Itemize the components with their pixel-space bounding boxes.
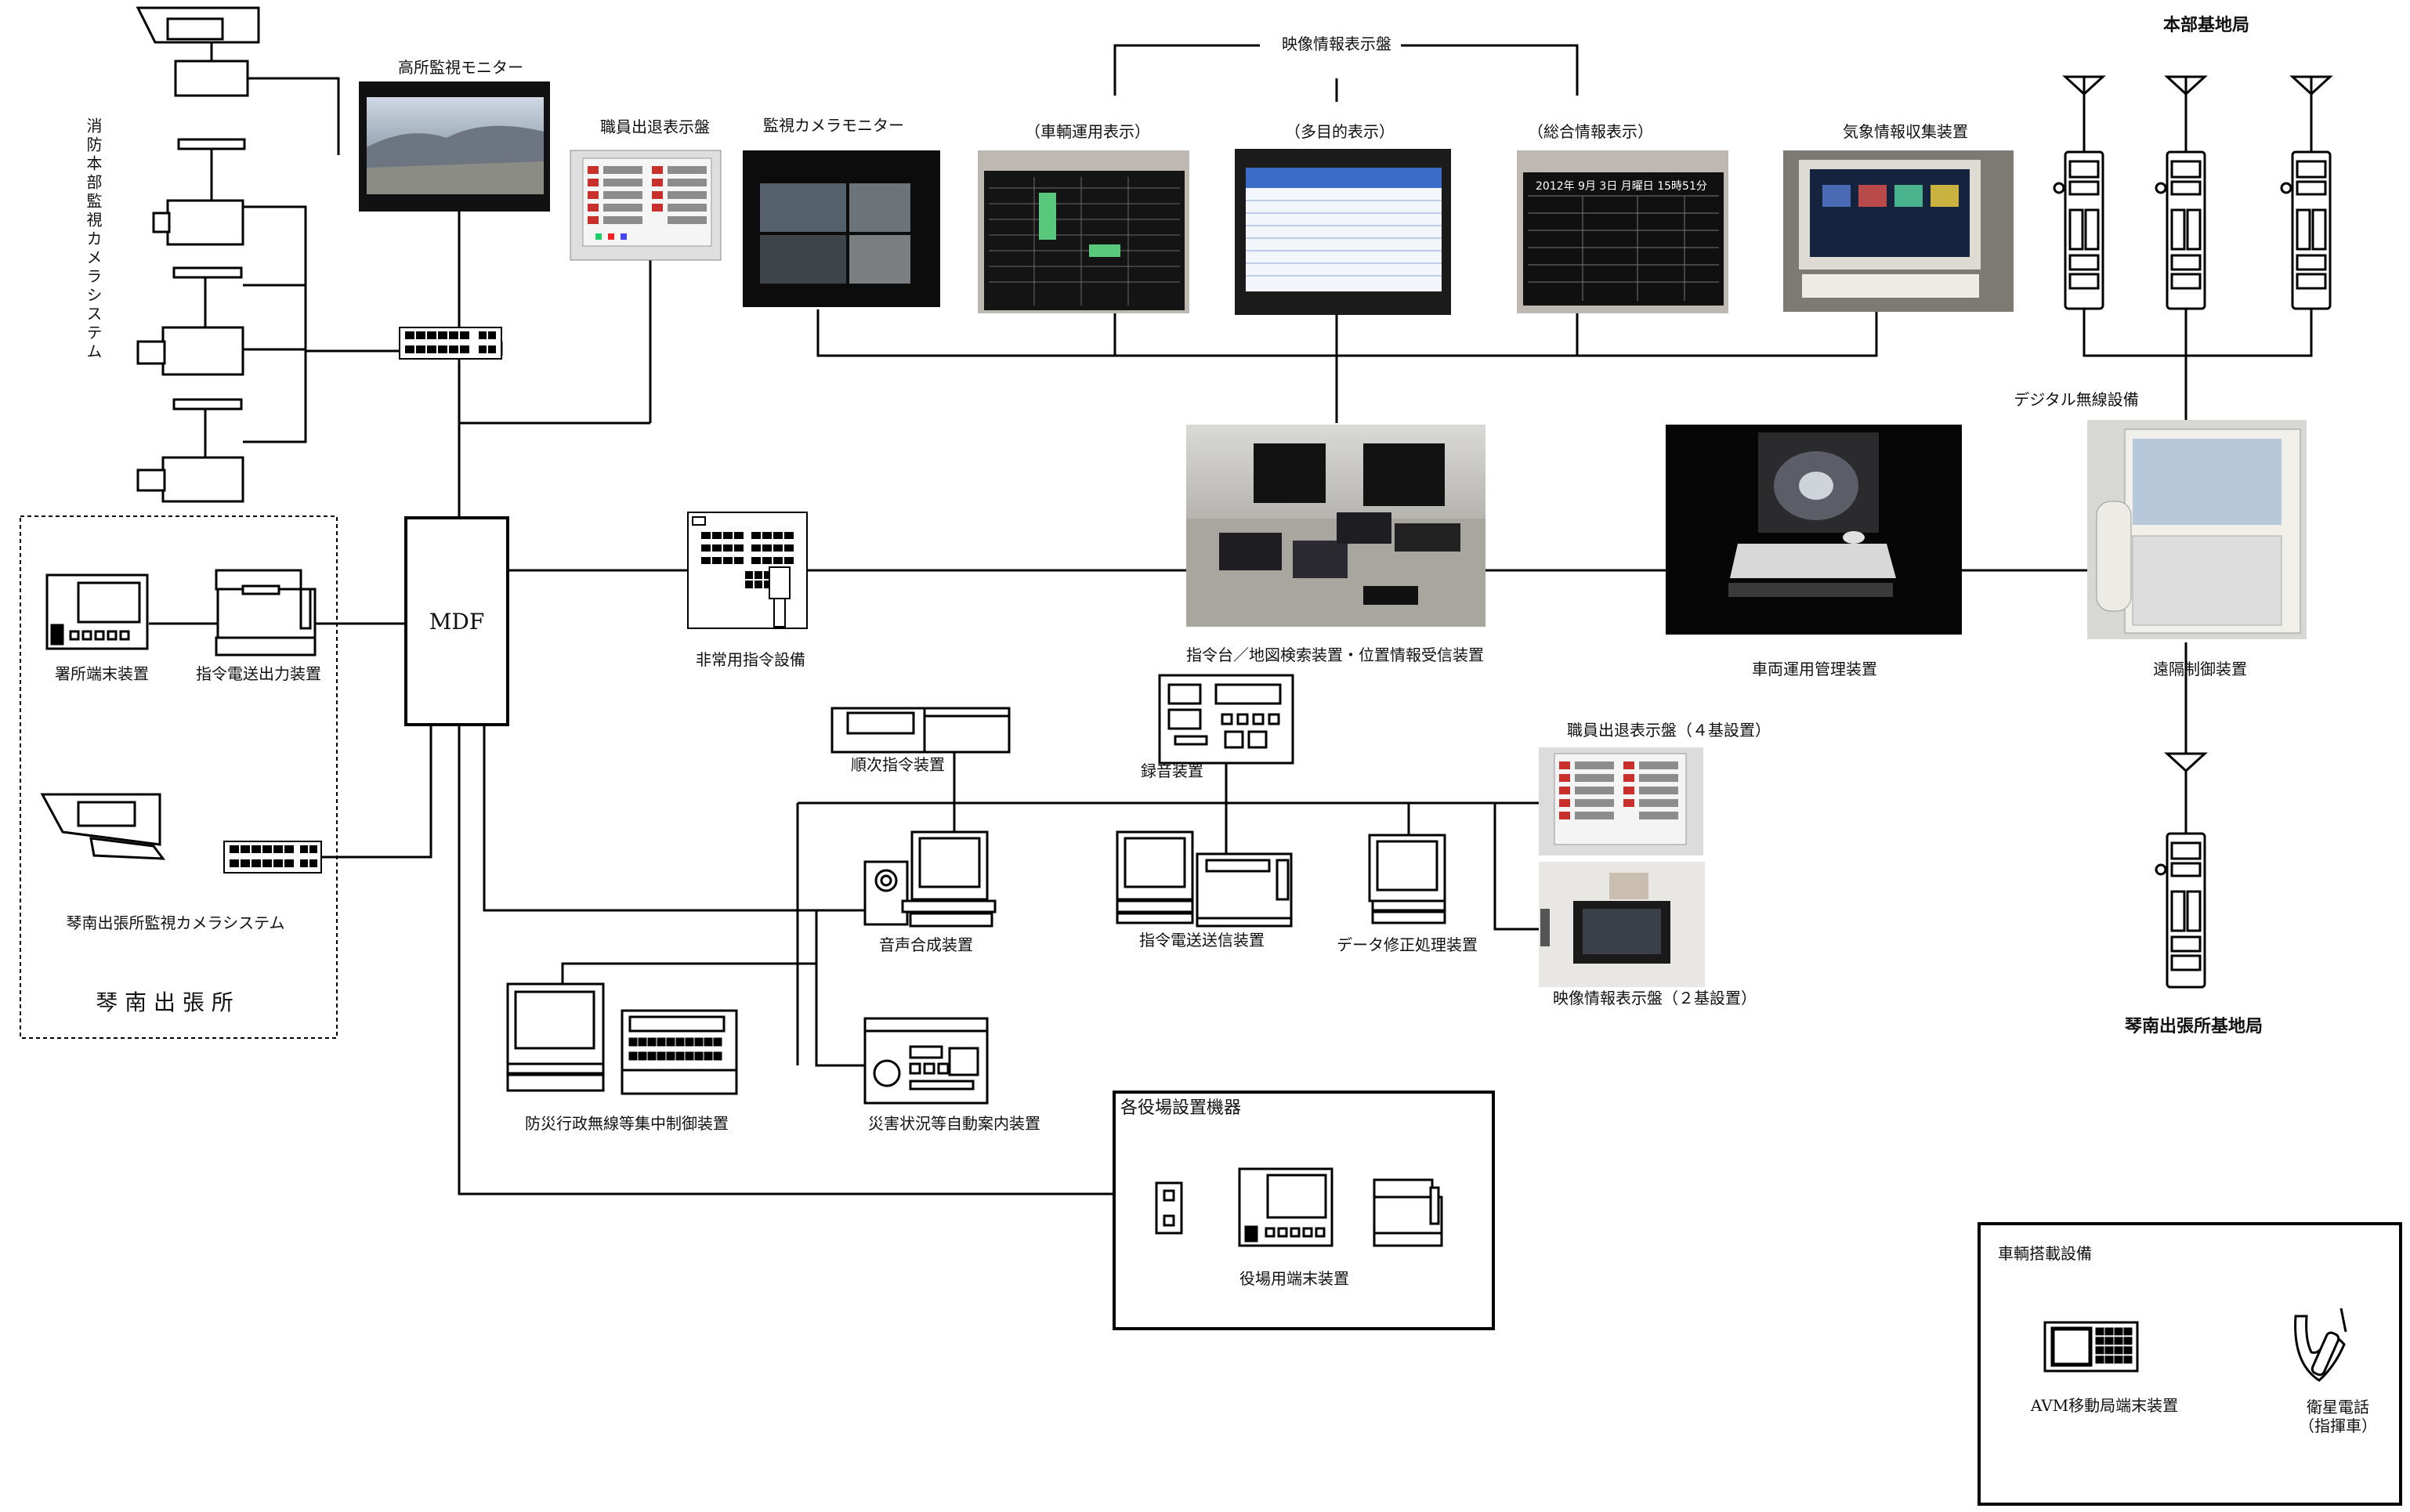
fire-hq-cameras bbox=[136, 6, 260, 503]
kinan-office-title: 琴 南 出 張 所 bbox=[96, 989, 233, 1015]
radio-icon bbox=[2155, 832, 2206, 989]
camera-monitor-label: 監視カメラモニター bbox=[763, 116, 904, 135]
command-desk-photo bbox=[1186, 425, 1485, 627]
hq-radios bbox=[2053, 75, 2333, 310]
station-terminal-icon bbox=[45, 573, 149, 650]
sequential-command-label: 順次指令装置 bbox=[851, 755, 945, 774]
emergency-command-label: 非常用指令設備 bbox=[696, 650, 805, 669]
vehicle-equipment-boundary bbox=[1978, 1222, 2402, 1506]
antenna-icon bbox=[2062, 75, 2106, 152]
voice-synth-icon bbox=[863, 830, 997, 928]
satellite-phone-icon bbox=[2294, 1308, 2347, 1382]
disaster-radio-icon bbox=[506, 982, 738, 1095]
kinan-base-title: 琴南出張所基地局 bbox=[2124, 1017, 2263, 1036]
remote-control-label: 遠隔制御装置 bbox=[2153, 660, 2247, 678]
vehicle-mgmt-label: 車両運用管理装置 bbox=[1752, 660, 1877, 678]
svg-text:2012年 9月 3日 月曜日 15時51分: 2012年 9月 3日 月曜日 15時51分 bbox=[1536, 180, 1707, 193]
video-display2-photo bbox=[1539, 862, 1705, 987]
data-fix-icon bbox=[1368, 834, 1446, 924]
camera-switcher bbox=[399, 327, 502, 360]
town-office-boundary bbox=[1113, 1091, 1495, 1330]
video-display2-label: 映像情報表示盤（２基設置） bbox=[1553, 989, 1757, 1007]
staff-board4-label: 職員出退表示盤（４基設置） bbox=[1567, 721, 1771, 740]
kinan-camera-label: 琴南出張所監視カメラシステム bbox=[66, 913, 285, 932]
high-monitor-label: 高所監視モニター bbox=[398, 58, 523, 77]
command-fax-label: 指令電送送信装置 bbox=[1139, 931, 1265, 950]
emergency-command-icon bbox=[687, 512, 808, 629]
sat-phone-label: 衛星電話 bbox=[2307, 1398, 2369, 1416]
hq-base-title: 本部基地局 bbox=[2162, 16, 2250, 35]
command-fax-icon bbox=[1116, 830, 1293, 928]
station-terminal-label: 署所端末装置 bbox=[55, 664, 149, 683]
disaster-guide-label: 災害状況等自動案内装置 bbox=[868, 1114, 1040, 1133]
general-display-label: （総合情報表示） bbox=[1528, 122, 1653, 141]
camera-icon bbox=[152, 138, 246, 246]
recorder-icon bbox=[1158, 674, 1294, 765]
radio-icon bbox=[2155, 150, 2206, 310]
town-office-equipment bbox=[1155, 1167, 1443, 1247]
antenna-icon bbox=[2164, 75, 2208, 152]
mdf-box: MDF bbox=[404, 516, 509, 726]
connection-lines bbox=[149, 44, 2313, 1195]
command-printer-label: 指令電送出力装置 bbox=[196, 664, 321, 683]
digital-radio-label: デジタル無線設備 bbox=[2014, 390, 2139, 409]
kinan-radio bbox=[2155, 752, 2208, 989]
multi-display-label: （多目的表示） bbox=[1285, 122, 1395, 141]
town-terminal-label: 役場用端末装置 bbox=[1239, 1269, 1349, 1288]
high-monitor-photo bbox=[359, 81, 550, 212]
command-printer-icon bbox=[215, 569, 317, 657]
antenna-icon bbox=[2164, 752, 2208, 834]
vehicle-equipment-title: 車輌搭載設備 bbox=[1998, 1244, 2092, 1263]
vehicle-display-label: （車輌運用表示） bbox=[1025, 122, 1150, 141]
kinan-switcher bbox=[223, 841, 322, 874]
fire-hq-camera-title: 消防本部監視カメラシステム bbox=[84, 118, 103, 362]
remote-control-photo bbox=[2087, 420, 2307, 639]
data-fix-label: データ修正処理装置 bbox=[1337, 935, 1478, 954]
vehicle-management-photo bbox=[1666, 425, 1962, 635]
sequential-command-icon bbox=[830, 707, 1011, 754]
antenna-icon bbox=[2289, 75, 2333, 152]
weather-equipment-photo bbox=[1783, 150, 2014, 312]
vehicle-display-photo bbox=[978, 150, 1189, 313]
staff-board-label: 職員出退表示盤 bbox=[600, 118, 710, 136]
command-desk-label: 指令台／地図検索装置・位置情報受信装置 bbox=[1186, 646, 1484, 664]
staff-board4-photo bbox=[1539, 747, 1703, 855]
camera-monitor-photo bbox=[743, 150, 940, 307]
staff-board-photo bbox=[570, 150, 722, 261]
camera-icon bbox=[136, 6, 260, 97]
weather-label: 気象情報収集装置 bbox=[1843, 122, 1968, 141]
disaster-guide-icon bbox=[863, 1017, 989, 1105]
radio-icon bbox=[2053, 150, 2104, 310]
camera-icon bbox=[136, 266, 244, 376]
avm-label: AVM移動局端末装置 bbox=[2030, 1396, 2179, 1415]
disaster-radio-label: 防災行政無線等集中制御装置 bbox=[525, 1114, 729, 1133]
avm-terminal-icon bbox=[2043, 1321, 2139, 1373]
recorder-label: 録音装置 bbox=[1141, 761, 1203, 780]
camera-icon bbox=[136, 398, 244, 503]
kinan-camera-icon bbox=[40, 793, 166, 860]
town-office-title: 各役場設置機器 bbox=[1120, 1098, 1242, 1118]
sat-phone-sub-label: （指揮車） bbox=[2299, 1416, 2377, 1435]
kinan-office-boundary bbox=[20, 515, 338, 1039]
multi-display-photo bbox=[1235, 149, 1451, 315]
voice-synth-label: 音声合成装置 bbox=[879, 935, 973, 954]
radio-icon bbox=[2280, 150, 2332, 310]
general-display-photo: 2012年 9月 3日 月曜日 15時51分 bbox=[1517, 150, 1728, 313]
video-display-group-title: 映像情報表示盤 bbox=[1282, 34, 1391, 53]
